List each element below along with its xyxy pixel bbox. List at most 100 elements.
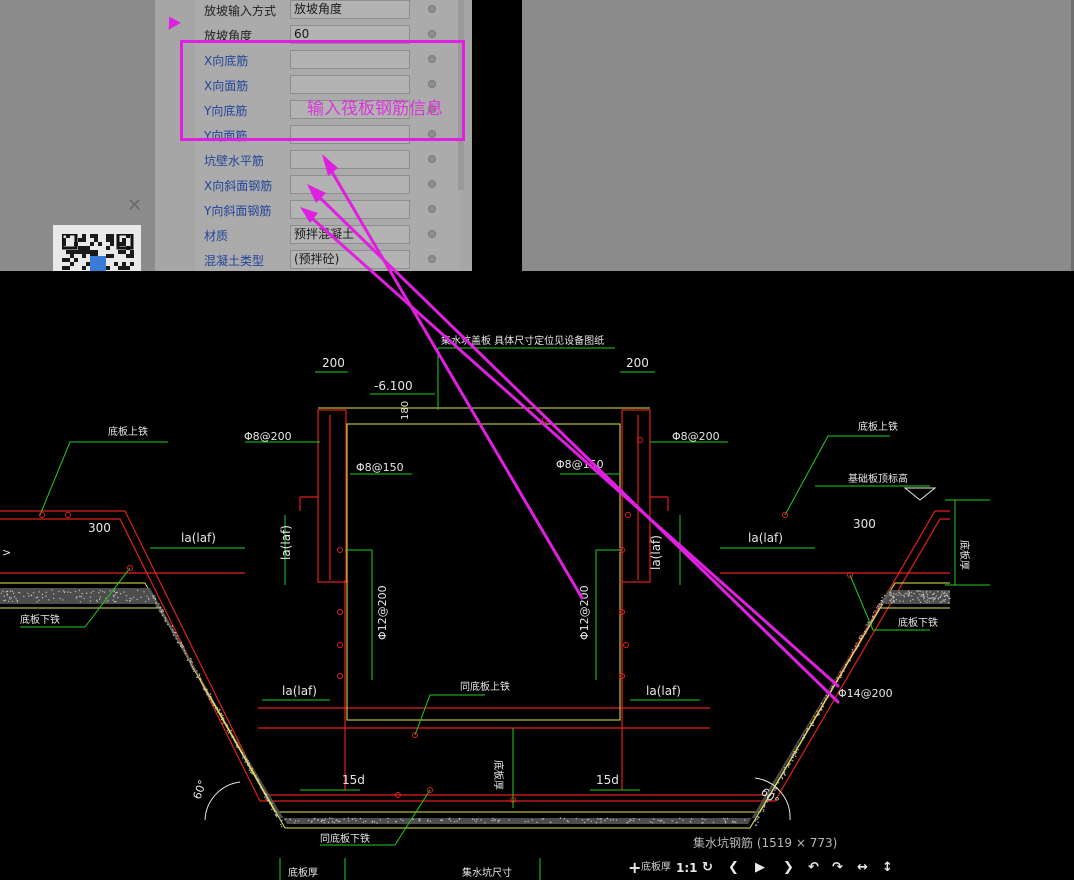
label-top-right: 底板上铁 <box>858 420 898 433</box>
background-pane-right <box>522 0 1074 271</box>
rebar-label: Φ8@200 <box>672 430 720 443</box>
la-laf-label: la(laf) <box>181 531 216 545</box>
dim-300-right: 300 <box>853 517 876 531</box>
la-laf-label: la(laf) <box>748 531 783 545</box>
undo-icon[interactable]: ↶ <box>808 860 819 875</box>
property-row: X向底筋 <box>204 50 454 70</box>
pane-edge <box>1071 0 1074 271</box>
property-value-field[interactable] <box>290 75 410 94</box>
property-row: Y向底筋 <box>204 100 454 120</box>
arrowhead-icon <box>322 154 338 176</box>
property-option-icon[interactable] <box>428 30 436 38</box>
pit-inner-yellow <box>346 423 621 721</box>
property-row: 放坡输入方式放坡角度 <box>204 0 454 20</box>
actual-size-button[interactable]: 1:1 <box>676 861 698 875</box>
next-icon[interactable]: ❯ <box>783 860 794 875</box>
property-value-field[interactable]: 预拌混凝土 <box>290 225 410 244</box>
property-label: X向底筋 <box>204 54 249 68</box>
label-top-left: 底板上铁 <box>108 425 148 438</box>
slab-thickness-label: 底板厚 <box>958 540 971 570</box>
rebar-label: Φ8@150 <box>356 461 404 474</box>
property-option-icon[interactable] <box>428 255 436 263</box>
qr-code-icon <box>62 234 134 271</box>
la-laf-label: la(laf) <box>279 525 293 560</box>
property-value-field[interactable]: 60 <box>290 25 410 44</box>
property-option-icon[interactable] <box>428 130 436 138</box>
la-laf-label: la(laf) <box>649 535 663 570</box>
dim-15d: 15d <box>342 773 365 787</box>
viewer-toolbar: + 底板厚 1:1 ↻ ❮ ▶ ❯ ↶ ↷ ↔ ↕ <box>628 858 898 878</box>
label-same-bottom: 同底板下铁 <box>320 832 370 845</box>
property-row: X向面筋 <box>204 75 454 95</box>
property-value-field[interactable] <box>290 150 410 169</box>
rebar-label: Φ8@200 <box>244 430 292 443</box>
property-option-icon[interactable] <box>428 5 436 13</box>
label-bottom-left: 底板下铁 <box>20 613 60 626</box>
rotate-icon[interactable]: ↻ <box>702 860 713 875</box>
label-bottom-right: 底板下铁 <box>898 616 938 629</box>
dim-200-left: 200 <box>322 356 345 370</box>
property-value-field[interactable] <box>290 100 410 119</box>
property-label: Y向底筋 <box>204 104 248 118</box>
property-label: Y向斜面钢筋 <box>204 204 272 218</box>
property-option-icon[interactable] <box>428 80 436 88</box>
angle-label: 60° <box>191 778 210 801</box>
property-value-field[interactable]: 放坡角度 <box>290 0 410 19</box>
prev-icon[interactable]: ❮ <box>728 860 739 875</box>
la-laf-label: la(laf) <box>646 684 681 698</box>
bottom-col-label: 集水坑尺寸 <box>462 866 512 879</box>
la-laf-label: la(laf) <box>282 684 317 698</box>
property-label: X向面筋 <box>204 79 249 93</box>
image-caption: 集水坑钢筋 (1519 × 773) <box>693 836 838 850</box>
dim-15d: 15d <box>596 773 619 787</box>
annotation-text: 输入筏板钢筋信息 <box>307 99 443 119</box>
label-same-top: 同底板上铁 <box>460 680 510 693</box>
property-option-icon[interactable] <box>428 205 436 213</box>
property-option-icon[interactable] <box>428 230 436 238</box>
property-label: 材质 <box>204 229 229 243</box>
arrow-line <box>303 210 840 688</box>
zoom-in-label: 底板厚 <box>641 862 671 873</box>
panel-scrollbar[interactable] <box>458 0 464 190</box>
property-label: 放坡输入方式 <box>204 4 277 18</box>
note-text: 集水坑盖板 具体尺寸定位见设备图纸 <box>441 334 604 347</box>
arrow-line <box>323 158 584 600</box>
property-label: 放坡角度 <box>204 29 253 43</box>
redo-icon[interactable]: ↷ <box>832 860 843 875</box>
bottom-col-label: 底板厚 <box>288 866 318 879</box>
zoom-in-button[interactable]: + <box>628 858 642 877</box>
property-row: 坑壁水平筋 <box>204 150 454 170</box>
property-row: 放坡角度 60 <box>204 25 454 45</box>
property-row: X向斜面钢筋 <box>204 175 454 195</box>
rebar-label: Φ14@200 <box>838 687 893 700</box>
property-label: 混凝土类型 <box>204 254 265 268</box>
pit-outline-red <box>0 510 950 796</box>
dim-300-left: 300 <box>88 521 111 535</box>
arrowhead-icon <box>307 184 326 203</box>
pit-thickness-label: 底板厚 <box>492 760 505 790</box>
rebar-label: Φ12@200 <box>376 585 389 640</box>
dim-180: 180 <box>400 401 411 420</box>
property-option-icon[interactable] <box>428 55 436 63</box>
arrow-line <box>310 188 840 704</box>
arrowhead-icon <box>300 207 318 223</box>
property-label: 坑壁水平筋 <box>204 154 265 168</box>
property-label: X向斜面钢筋 <box>204 179 273 193</box>
property-row: 材质 预拌混凝土 <box>204 225 454 245</box>
svg-text:>: > <box>2 546 11 559</box>
property-option-icon[interactable] <box>428 155 436 163</box>
property-value-field[interactable] <box>290 50 410 69</box>
property-option-icon[interactable] <box>428 180 436 188</box>
fit-height-icon[interactable]: ↕ <box>882 860 893 875</box>
property-value-field[interactable] <box>290 175 410 194</box>
cad-drawing: 集水坑盖板 具体尺寸定位见设备图纸 200 200 -6.100 180 Φ8@… <box>0 334 990 880</box>
play-icon[interactable]: ▶ <box>755 860 765 875</box>
dim-200-right: 200 <box>626 356 649 370</box>
highlight-box <box>180 40 465 141</box>
elevation-label: -6.100 <box>374 379 413 393</box>
label-base-elev: 基础板顶标高 <box>848 472 908 485</box>
property-option-icon[interactable] <box>428 105 436 113</box>
fit-width-icon[interactable]: ↔ <box>857 860 868 875</box>
close-icon[interactable]: ✕ <box>127 195 143 216</box>
